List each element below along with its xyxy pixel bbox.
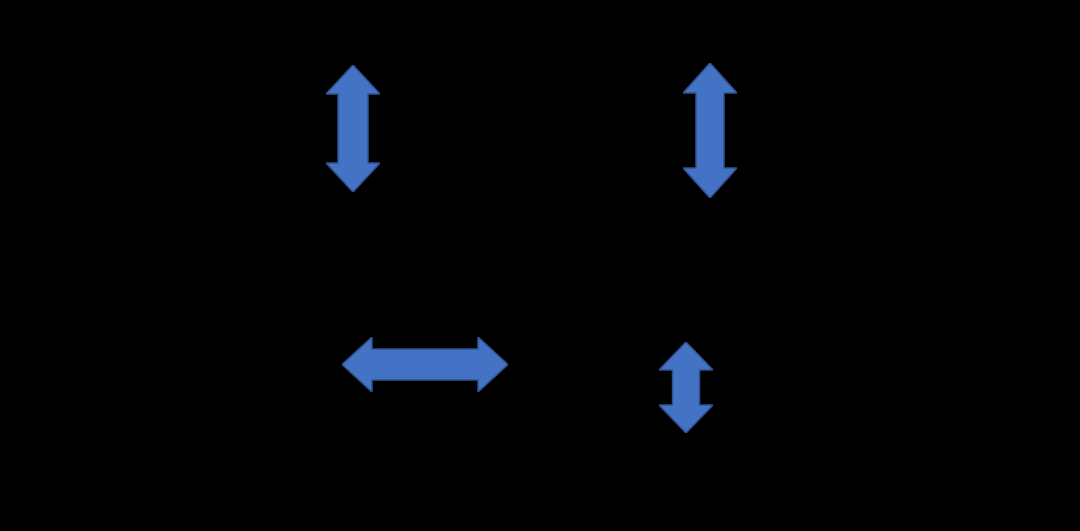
double-arrow-horizontal-bottom-center: [342, 337, 508, 392]
double-arrow-vertical-bottom-right-small: [659, 342, 713, 433]
double-arrow-vertical-icon: [326, 65, 380, 192]
double-arrow-vertical-top-right: [683, 63, 737, 198]
double-arrow-vertical-icon: [659, 342, 713, 433]
double-arrow-horizontal-icon: [342, 337, 508, 392]
double-arrow-vertical-top-left: [326, 65, 380, 192]
double-arrow-vertical-icon: [683, 63, 737, 198]
